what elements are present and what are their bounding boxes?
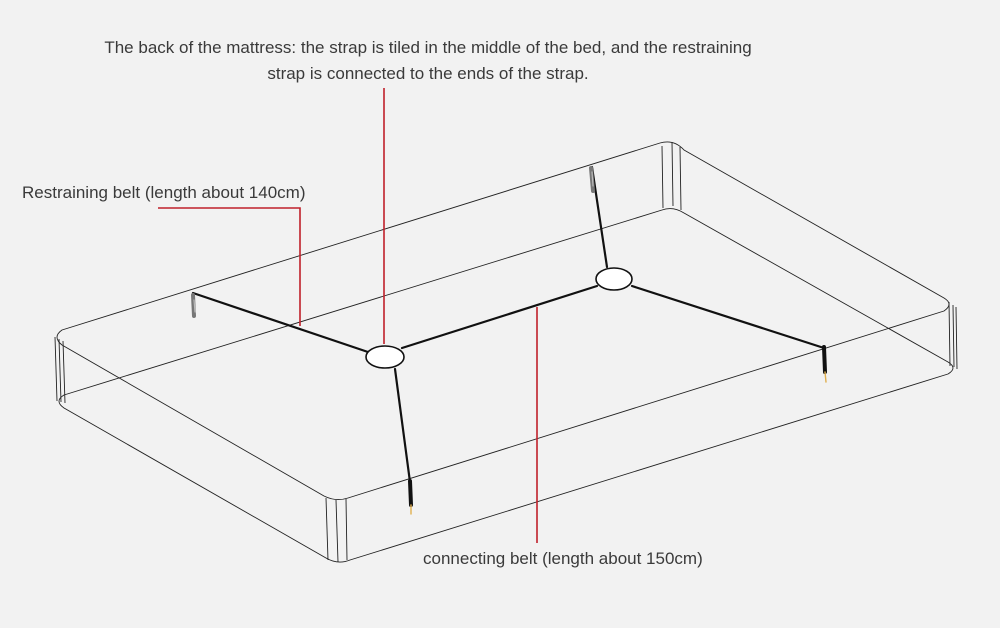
mattress-corner-front (325, 497, 348, 563)
restraining-strap-back-left (191, 291, 370, 354)
clip-back-right (589, 166, 595, 193)
leader-lines (158, 88, 538, 543)
annotation-restraining-belt: Restraining belt (length about 140cm) (22, 183, 306, 202)
clip-front-left (408, 479, 413, 515)
mattress-corner-right (948, 301, 958, 370)
clip-back-left (191, 293, 196, 318)
mattress-corner-left (54, 336, 66, 404)
mattress-bottom-face (58, 208, 954, 563)
strap-ring-right (595, 267, 633, 291)
restraining-strap-front-left (393, 367, 412, 484)
restraining-strap-back-right (590, 165, 609, 269)
annotation-connecting-belt: connecting belt (length about 150cm) (423, 549, 703, 568)
mattress-outline (54, 141, 958, 563)
mattress-corner-back (661, 141, 682, 211)
annotation-mattress-back: The back of the mattress: the strap is t… (0, 35, 856, 87)
annotation-mattress-back-line2: strap is connected to the ends of the st… (267, 64, 589, 83)
restraining-strap-front-right (630, 284, 826, 350)
clip-front-right (822, 345, 827, 383)
annotation-mattress-back-line1: The back of the mattress: the strap is t… (104, 38, 752, 57)
leader-restraining (158, 207, 301, 326)
straps (191, 165, 826, 484)
strap-ring-left (365, 345, 405, 369)
strap-clips (191, 166, 827, 515)
connecting-strap (400, 284, 599, 350)
